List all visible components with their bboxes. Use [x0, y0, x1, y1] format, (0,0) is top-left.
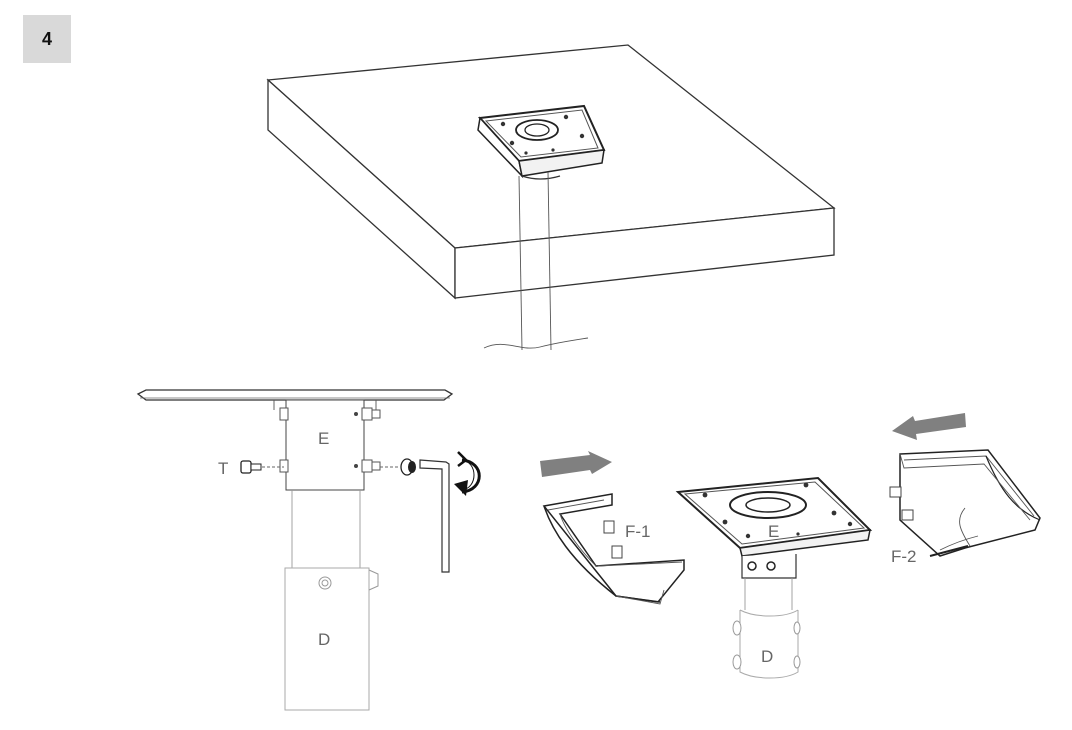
cover-f1	[542, 493, 685, 605]
arrow-right-icon	[540, 451, 612, 477]
arrow-left-icon	[892, 413, 966, 440]
label-screw-t: T	[218, 459, 228, 478]
label-tube-d-right: D	[761, 647, 773, 666]
column-under-table	[483, 171, 589, 351]
label-cover-f2: F-2	[891, 547, 917, 566]
bolt-icon	[380, 458, 416, 476]
label-tube-e: E	[318, 429, 329, 448]
label-tube-d: D	[318, 630, 330, 649]
rotation-arrow-icon	[454, 451, 481, 496]
allen-key-icon	[419, 459, 450, 573]
screw-t-icon	[240, 460, 284, 474]
label-cover-f1: F-1	[625, 522, 651, 541]
cover-f2	[889, 449, 1041, 557]
label-plate-e: E	[768, 522, 779, 541]
left-column-assembly	[136, 389, 454, 711]
step-number-badge: 4	[23, 15, 71, 63]
plate-e-right	[675, 476, 873, 679]
tabletop-mounting-plate	[477, 104, 606, 180]
